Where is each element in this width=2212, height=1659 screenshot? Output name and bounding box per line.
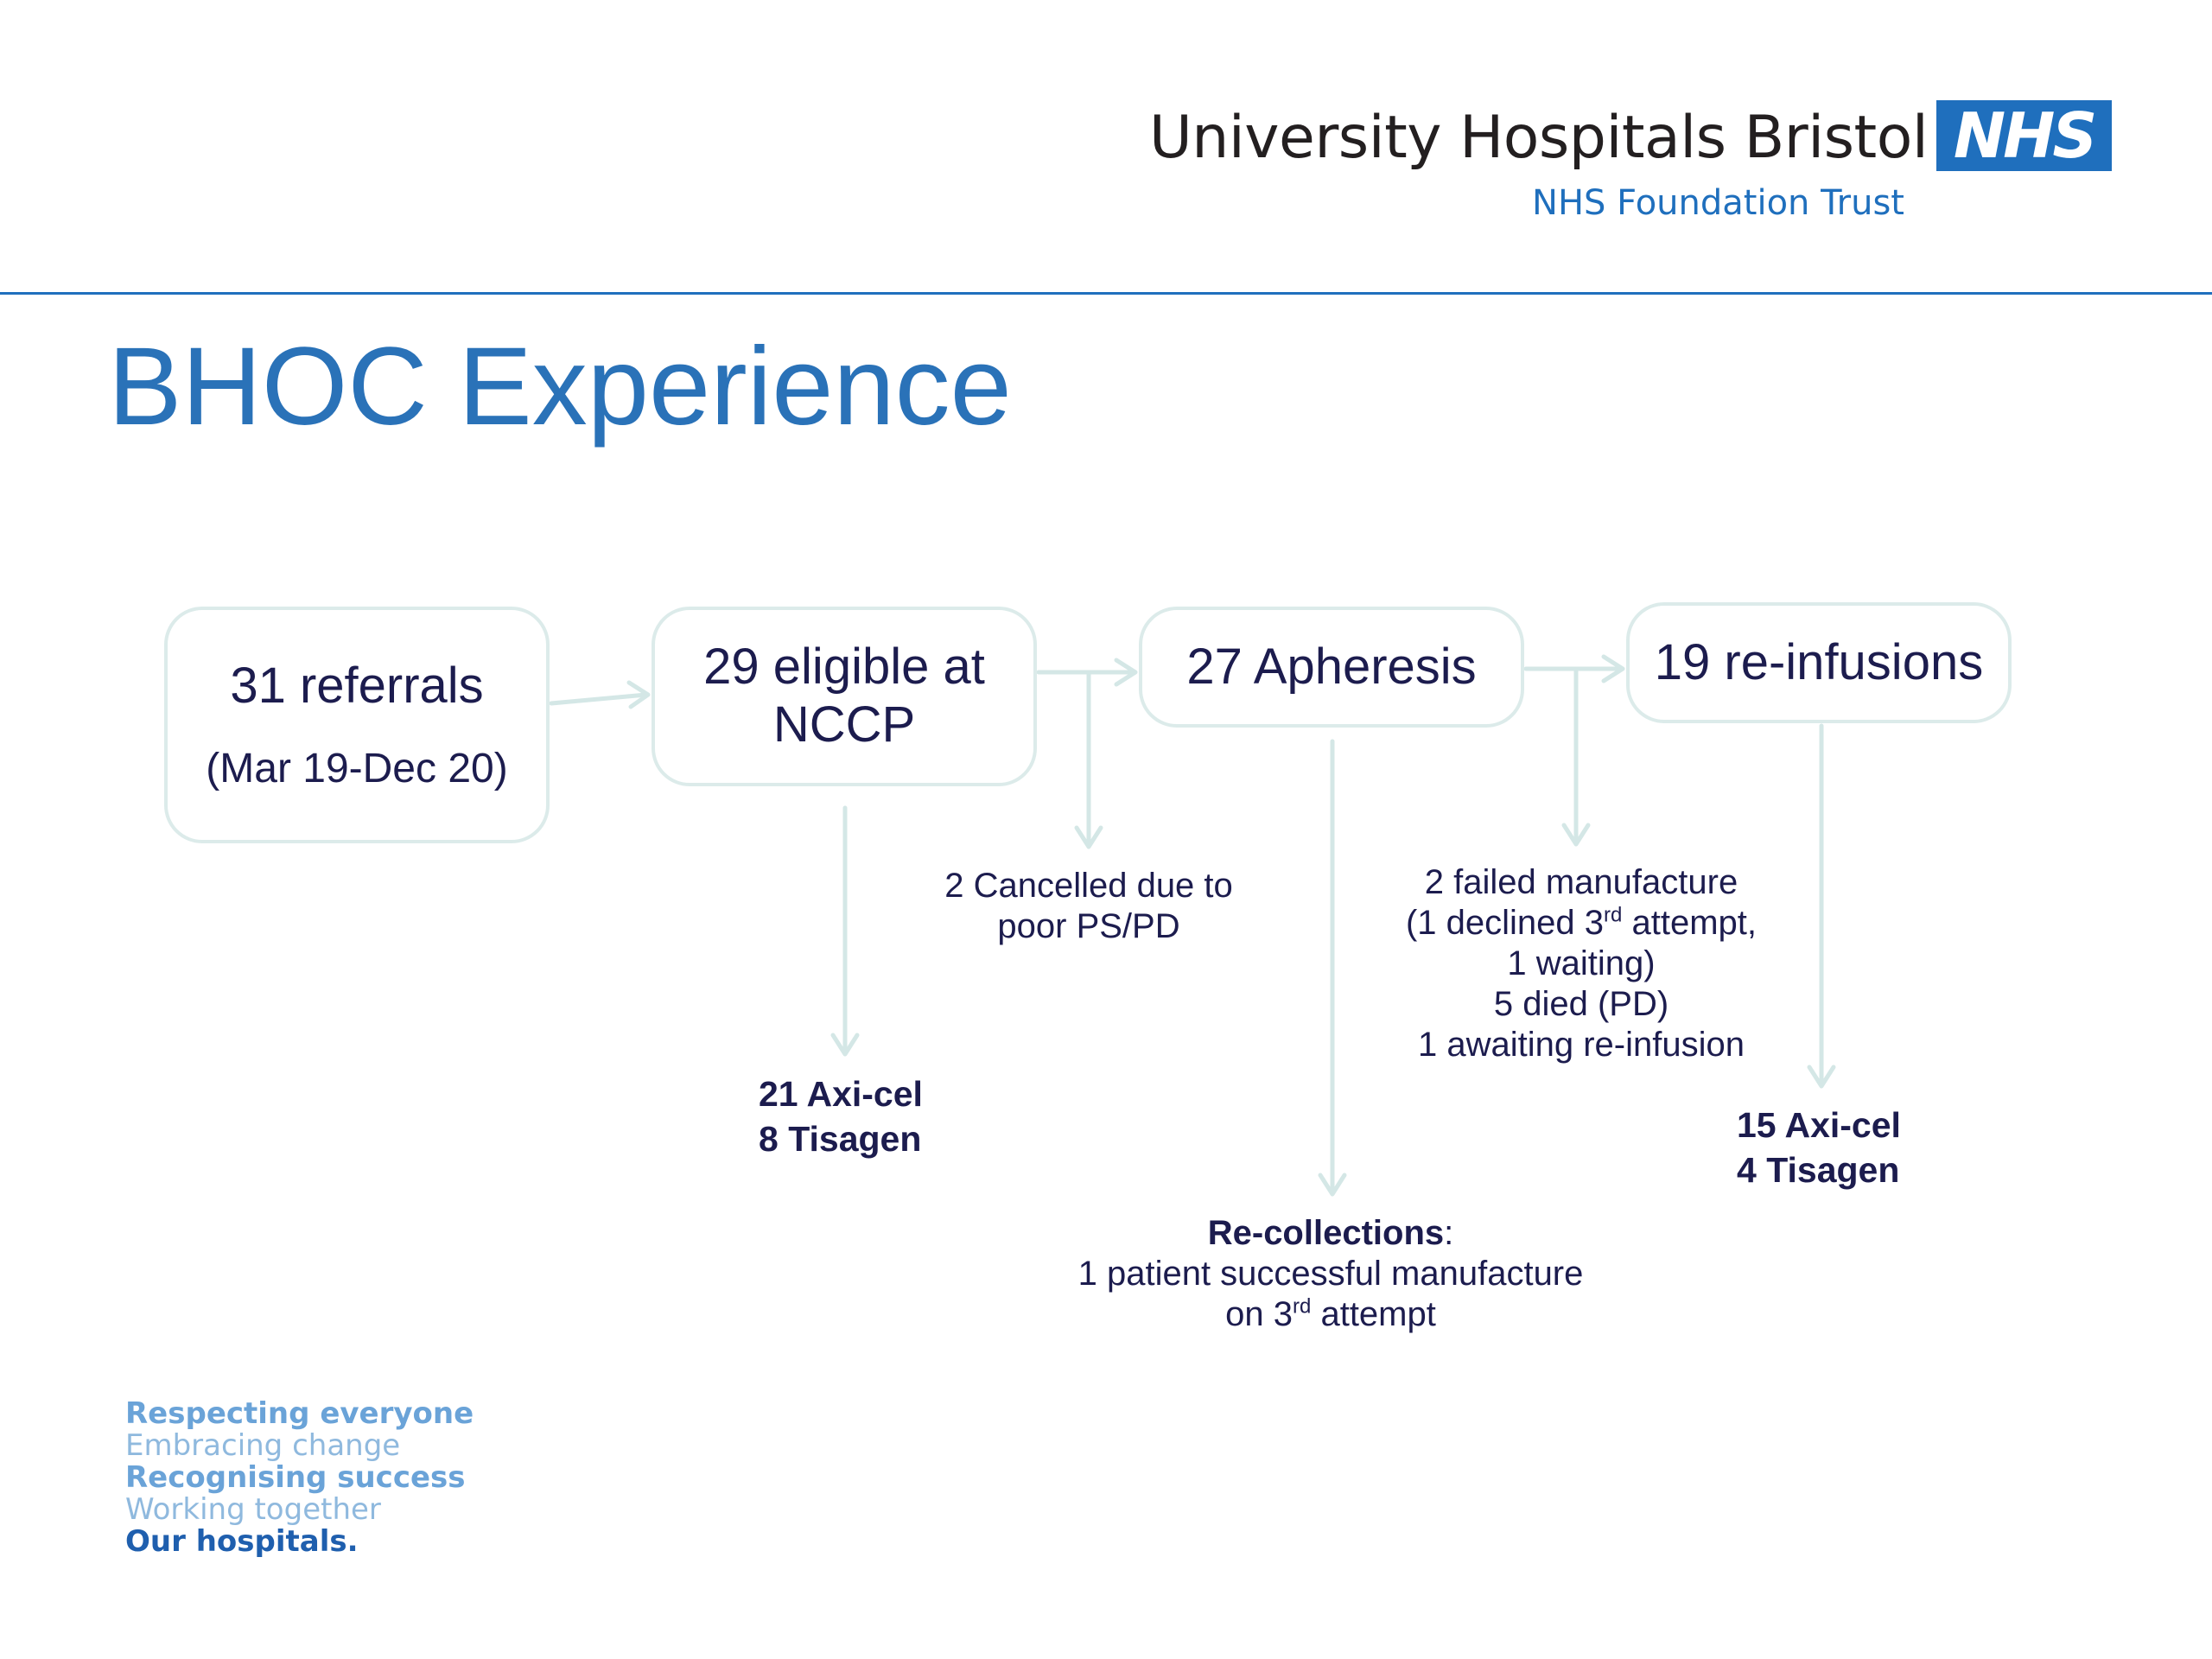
reinfusions-count: 19 re-infusions (1654, 633, 1984, 690)
failed-line-2-tail: attempt, (1622, 904, 1757, 942)
value-our-hospitals: Our hospitals. (125, 1524, 359, 1559)
box-reinfusions: 19 re-infusions (1626, 602, 2012, 723)
organisation-subtitle: NHS Foundation Trust (1532, 183, 1904, 223)
referrals-period: (Mar 19-Dec 20) (206, 745, 508, 791)
reinfusions-product-breakdown: 15 Axi-cel 4 Tisagen (1737, 1103, 1901, 1192)
arrowhead-cancelled (1074, 825, 1103, 849)
failed-line-4: 5 died (PD) (1493, 985, 1669, 1023)
failed-line-5: 1 awaiting re-infusion (1418, 1026, 1745, 1064)
failed-line-1: 2 failed manufacture (1424, 863, 1738, 901)
cancelled-line-2: poor PS/PD (997, 907, 1180, 945)
arrow-referrals-to-eligible (549, 692, 649, 706)
value-embracing: Embracing change (125, 1428, 401, 1463)
apheresis-count: 27 Apheresis (1186, 638, 1477, 695)
box-apheresis: 27 Apheresis (1139, 607, 1524, 728)
eligible-tisagen: 8 Tisagen (759, 1119, 922, 1159)
recollections-line-3: on 3rd attempt (1020, 1294, 1642, 1335)
referrals-count: 31 referrals (230, 658, 484, 715)
arrowhead-failed (1561, 823, 1591, 847)
eligible-axicel: 21 Axi-cel (759, 1074, 923, 1114)
arrowhead-apheresis-down (1318, 1173, 1347, 1197)
recollections-label: Re-collections (1207, 1214, 1445, 1252)
note-failed-manufacture: 2 failed manufacture (1 declined 3rd att… (1365, 862, 1797, 1065)
note-recollections: Re-collections: 1 patient successful man… (1020, 1213, 1642, 1335)
arrowhead-reinfusions (1601, 654, 1625, 683)
box-referrals: 31 referrals (Mar 19-Dec 20) (164, 607, 550, 843)
recollections-heading: Re-collections: (1020, 1213, 1642, 1254)
value-recognising: Recognising success (125, 1460, 466, 1495)
recollections-line-3-superscript: rd (1293, 1294, 1312, 1319)
page-title: BHOC Experience (108, 325, 1012, 448)
reinfusions-axicel: 15 Axi-cel (1737, 1105, 1901, 1145)
failed-line-2-superscript: rd (1604, 903, 1623, 927)
header-divider (0, 292, 2212, 295)
value-working: Working together (125, 1492, 381, 1527)
note-cancelled: 2 Cancelled due to poor PS/PD (916, 866, 1262, 947)
cancelled-line-1: 2 Cancelled due to (944, 867, 1233, 905)
recollections-colon: : (1444, 1214, 1454, 1252)
arrowhead-apheresis (1114, 658, 1138, 687)
recollections-line-3-text: on 3 (1225, 1295, 1293, 1333)
nhs-logo-text: NHS (1953, 99, 2097, 172)
failed-line-2: (1 declined 3rd attempt, (1365, 903, 1797, 944)
box-eligible: 29 eligible at NCCP (652, 607, 1037, 786)
values-tagline: Respecting everyone Embracing change Rec… (125, 1398, 474, 1558)
recollections-line-3-tail: attempt (1311, 1295, 1436, 1333)
eligible-line-2: NCCP (772, 696, 916, 753)
reinfusions-tisagen: 4 Tisagen (1737, 1150, 1900, 1190)
arrowhead-eligible-down (830, 1033, 860, 1057)
organisation-name: University Hospitals Bristol (1149, 104, 1929, 172)
arrowhead-reinfusions-down (1807, 1065, 1836, 1089)
arrowhead-eligible (626, 680, 651, 709)
recollections-line-2: 1 patient successful manufacture (1077, 1255, 1584, 1293)
value-respecting: Respecting everyone (125, 1396, 474, 1431)
failed-line-3: 1 waiting) (1507, 944, 1656, 982)
nhs-logo: NHS (1936, 100, 2112, 171)
eligible-line-1: 29 eligible at (703, 639, 985, 696)
eligible-product-breakdown: 21 Axi-cel 8 Tisagen (759, 1071, 923, 1161)
failed-line-2-text: (1 declined 3 (1405, 904, 1605, 942)
